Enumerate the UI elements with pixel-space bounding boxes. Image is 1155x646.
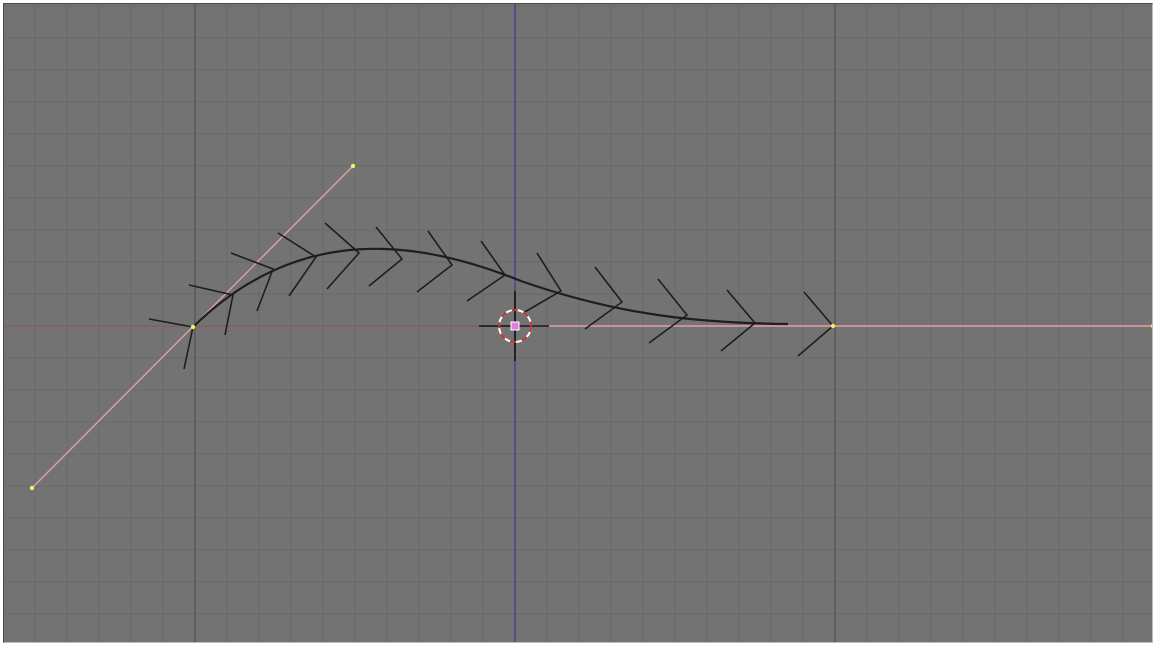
control-vertex[interactable]: [190, 324, 196, 330]
curve-normal: [720, 289, 757, 352]
grid-minor-lines: [4, 4, 1152, 642]
grid-major-lines: [194, 4, 836, 642]
curve-normal: [324, 222, 361, 290]
control-vertex[interactable]: [830, 323, 836, 329]
curve-vertices: [29, 163, 1153, 491]
curve-normal: [416, 230, 454, 293]
bezier-curve[interactable]: [192, 247, 789, 328]
bezier-handles: [31, 165, 1152, 489]
curve-normal: [277, 232, 318, 297]
handle-vertex[interactable]: [29, 485, 35, 491]
cursor-ring-red: [498, 309, 532, 343]
curve-normal: [188, 284, 234, 336]
curve-normal: [522, 252, 563, 314]
viewport-scene[interactable]: [3, 3, 1153, 643]
handle-vertex[interactable]: [350, 163, 356, 169]
curve-normal: [466, 240, 507, 302]
curve-normal: [230, 252, 275, 312]
curve-normal: [368, 226, 404, 287]
curve-normal: [584, 266, 624, 330]
curve-normals: [148, 222, 835, 370]
3d-viewport[interactable]: [3, 3, 1153, 643]
curve-normal: [648, 278, 689, 344]
3d-cursor[interactable]: [479, 291, 549, 361]
handle-vertex[interactable]: [1150, 324, 1153, 328]
cursor-center: [510, 321, 520, 331]
